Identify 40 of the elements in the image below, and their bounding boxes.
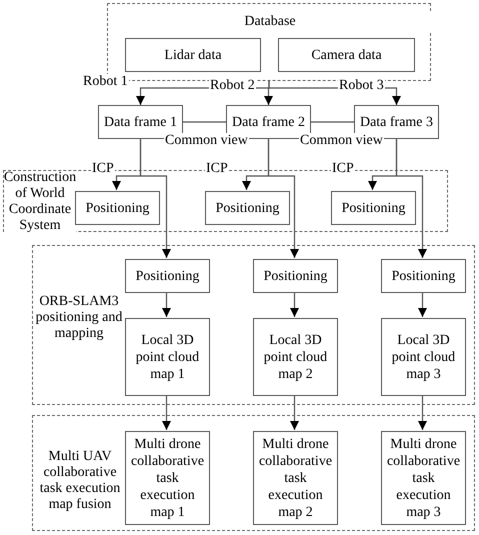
- box-text: Data frame 3: [358, 114, 434, 130]
- box-text: Positioning: [134, 268, 200, 284]
- box-text: Multi drone collaborative task execution map 1: [130, 436, 206, 520]
- box-text: Camera data: [310, 46, 383, 64]
- box-text: Positioning: [390, 268, 456, 284]
- process-box: [205, 191, 290, 225]
- process-box: [381, 259, 466, 293]
- group-frame: [32, 245, 475, 405]
- box-text: Positioning: [84, 200, 150, 216]
- connector-arrow: [418, 292, 427, 317]
- process-box: [253, 259, 338, 293]
- process-box: [125, 259, 210, 293]
- box-text: Positioning: [214, 200, 280, 216]
- connector-arrow: [140, 139, 171, 258]
- box-text: Data frame 1: [102, 114, 178, 130]
- box-text: Local 3D point cloud map 3: [390, 332, 456, 382]
- box-text: Positioning: [262, 268, 328, 284]
- process-box: [253, 318, 338, 396]
- connector-arrow: [418, 395, 427, 430]
- connector-arrow: [162, 292, 171, 317]
- group-frame: [32, 415, 475, 531]
- connector-arrow: [290, 395, 299, 430]
- connector-arrow: [396, 139, 427, 258]
- group-heading: Construction of World Coordinate System: [4, 171, 76, 233]
- process-box: [331, 191, 416, 225]
- box-text: Local 3D point cloud map 1: [134, 332, 200, 382]
- connector-arrow: [268, 139, 299, 258]
- box-text: Positioning: [340, 200, 406, 216]
- process-box: [75, 191, 160, 225]
- box-text: Lidar data: [163, 46, 223, 64]
- box-text: Local 3D point cloud map 2: [262, 332, 328, 382]
- connector-arrow: [290, 292, 299, 317]
- process-box: [125, 38, 261, 72]
- connector-arrow: [162, 395, 171, 430]
- process-box: [125, 318, 210, 396]
- process-box: [278, 38, 415, 72]
- box-text: Multi drone collaborative task execution map 2: [258, 436, 334, 520]
- process-box: [381, 318, 466, 396]
- box-text: Data frame 2: [230, 114, 306, 130]
- box-text: Multi drone collaborative task execution map 3: [386, 436, 462, 520]
